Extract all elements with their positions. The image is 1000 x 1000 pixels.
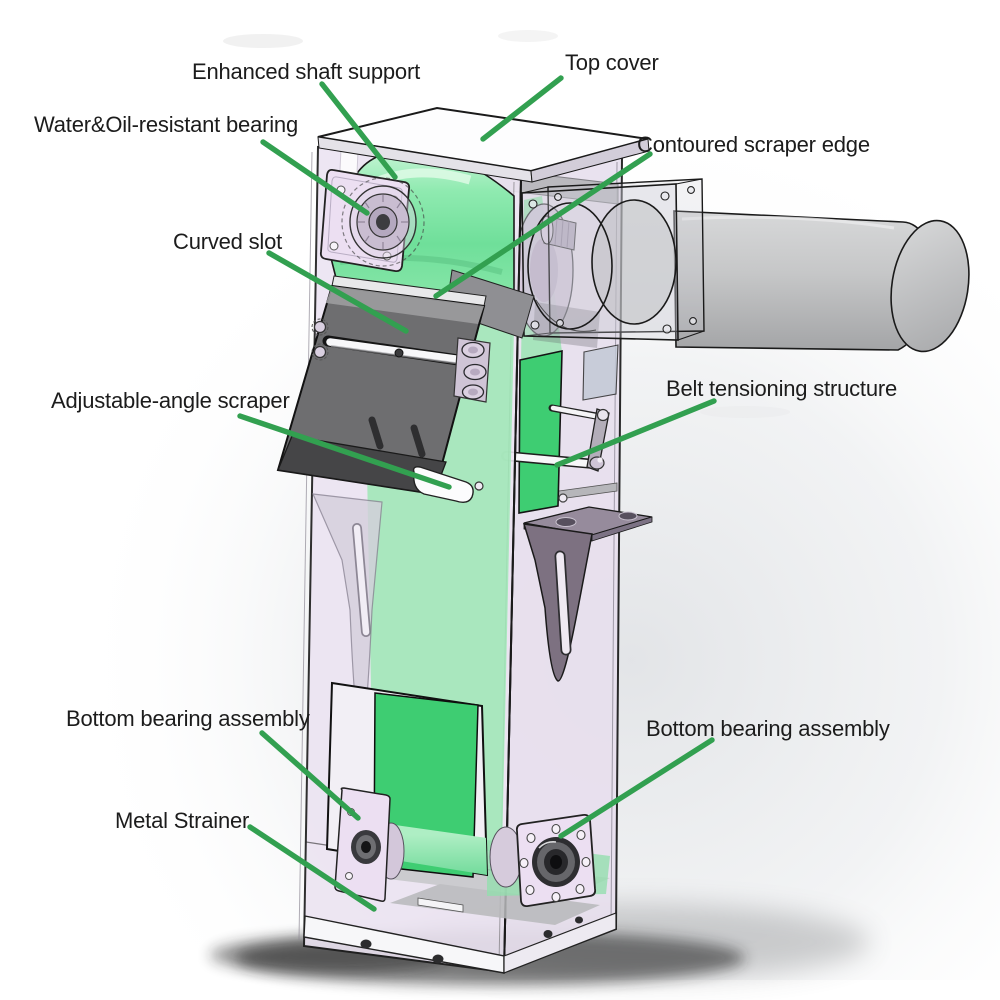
bracket-hole: [618, 511, 638, 521]
pivot-bolts-left: [311, 318, 329, 361]
leader-water-oil-resistant-bearing: [260, 139, 370, 216]
leader-top-cover: [480, 75, 564, 142]
base-bolts: [360, 916, 583, 964]
bearing-bore: [550, 855, 562, 869]
bearing-highlight: [538, 840, 557, 849]
right-face-window: [518, 344, 619, 514]
bracket-hole: [555, 517, 577, 527]
bolt-hole: [345, 872, 353, 880]
tension-rod-main: [503, 452, 597, 468]
cover-right-edge: [530, 138, 650, 183]
label-bottom-bearing-assembly-right: Bottom bearing assembly: [646, 716, 890, 741]
adjuster-nuts-right: [453, 337, 491, 403]
tension-nut-cap: [597, 457, 603, 463]
annotation-labels: Enhanced shaft support Top cover Water&O…: [34, 50, 897, 833]
bolt-holes: [519, 823, 591, 903]
leader-lines: [237, 75, 717, 912]
panel-hole: [474, 481, 484, 491]
motor-highlight: [681, 215, 895, 230]
watermark-smudges: [223, 30, 790, 418]
leader-curved-slot: [266, 250, 409, 334]
bearing-dashed-ring: [341, 177, 425, 267]
leader-enhanced-shaft-support: [319, 81, 398, 180]
right-face-lower-window: [582, 344, 619, 401]
circlip-wire: [535, 299, 597, 332]
bracket-slot: [353, 524, 370, 636]
label-top-cover: Top cover: [565, 50, 659, 75]
motor-bore-back: [591, 199, 677, 325]
tension-rod-upper: [550, 405, 598, 419]
motor-end-cap: [890, 219, 970, 353]
shaft-support-bearing: [319, 147, 425, 273]
label-water-oil-resistant-bearing: Water&Oil-resistant bearing: [34, 112, 298, 137]
rod-hole: [394, 348, 404, 358]
bottom-bearing-assembly-right: [489, 813, 597, 908]
panel-hole: [558, 493, 568, 503]
base-strainer: [303, 897, 617, 974]
drive-pulley-hub: [530, 238, 558, 302]
belt-tensioning-structure: [501, 404, 610, 472]
flange-inset: [327, 176, 403, 263]
motor-assembly: [514, 178, 970, 353]
tension-bracket-right: [522, 506, 653, 682]
bottom-bearing-assembly-left: [334, 787, 405, 902]
label-adjustable-angle-scraper: Adjustable-angle scraper: [51, 388, 290, 413]
label-curved-slot: Curved slot: [173, 229, 282, 254]
bracket-slot: [556, 552, 570, 654]
front-panel-inner-edge: [298, 151, 313, 941]
leader-bottom-bearing-assembly-right: [558, 737, 715, 839]
base-strip-right: [503, 912, 617, 974]
bearing-bore: [376, 214, 390, 230]
leader-bottom-bearing-assembly-left: [259, 730, 361, 821]
plate-bolts: [528, 186, 697, 334]
label-metal-strainer: Metal Strainer: [115, 808, 249, 833]
leader-contoured-scraper-edge: [433, 151, 653, 299]
leader-belt-tensioning-structure: [554, 398, 717, 468]
label-enhanced-shaft-support: Enhanced shaft support: [192, 59, 420, 84]
label-contoured-scraper-edge: Contoured scraper edge: [637, 132, 870, 157]
label-belt-tensioning-structure: Belt tensioning structure: [666, 376, 897, 401]
leader-metal-strainer: [247, 824, 377, 912]
machine: [276, 106, 970, 974]
leader-adjustable-angle-scraper: [237, 413, 452, 490]
scraper-assembly: [276, 269, 535, 504]
label-bottom-bearing-assembly-left: Bottom bearing assembly: [66, 706, 310, 731]
bearing-bore: [361, 841, 371, 853]
tension-pivot-top: [596, 408, 610, 422]
right-panel-inner-edge: [610, 161, 618, 926]
knurl-ticks: [358, 195, 408, 249]
motor-plate-front: [521, 183, 679, 341]
scraper-slots: [368, 416, 426, 458]
scraper-bevel: [326, 286, 484, 324]
